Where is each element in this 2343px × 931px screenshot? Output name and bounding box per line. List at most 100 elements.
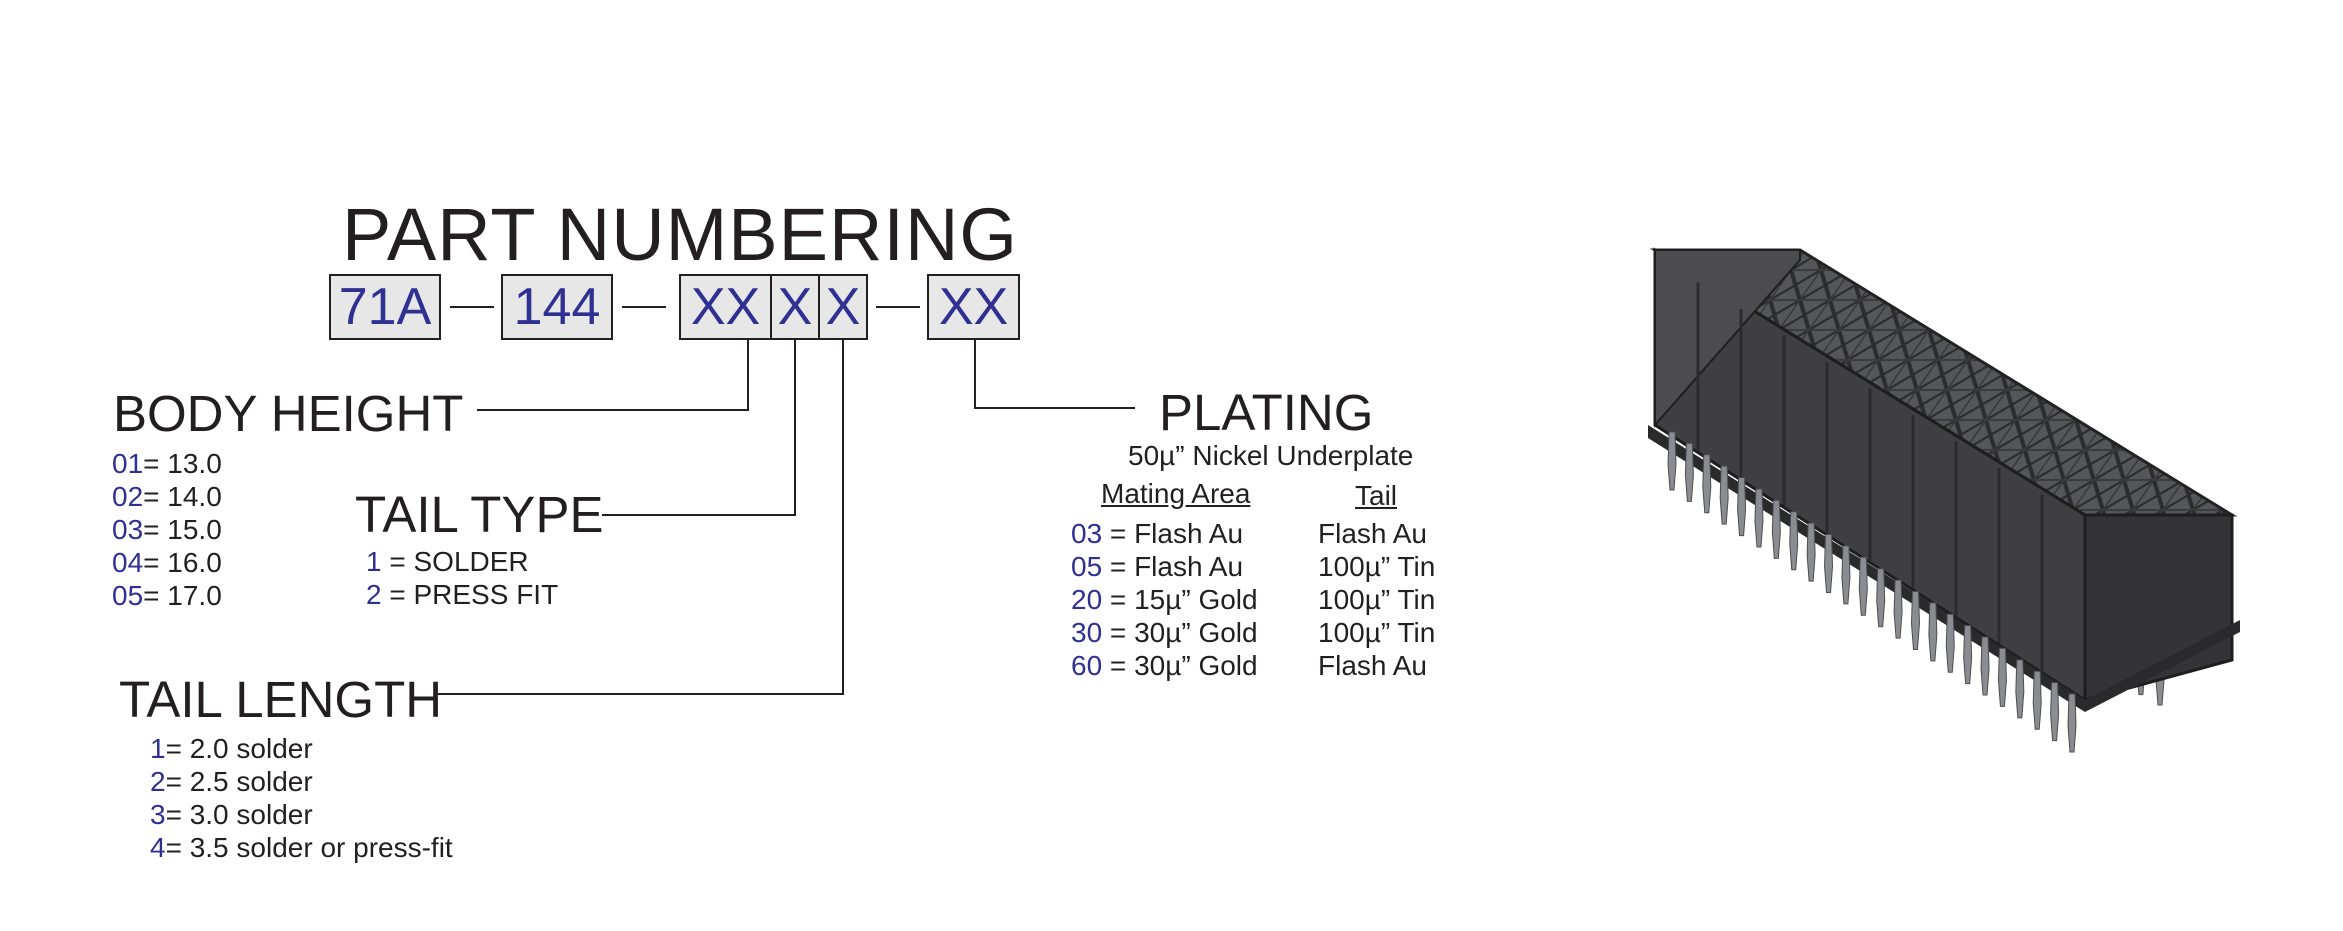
list-item: 04= 16.0 <box>112 549 222 582</box>
option-code: 20 <box>1071 584 1103 615</box>
option-code: 02 <box>112 481 144 512</box>
option-text: = 2.0 solder <box>165 733 313 764</box>
list-item: 1 = SOLDER <box>366 548 558 581</box>
option-code: 30 <box>1071 617 1103 648</box>
part-box-plating: XX <box>927 274 1020 340</box>
connector-ribs <box>1696 282 2044 671</box>
connector-pin <box>1893 579 1903 639</box>
connector-pin <box>1789 511 1799 571</box>
leader-tail-length <box>438 340 844 695</box>
list-item: 02= 14.0 <box>112 483 222 516</box>
list-item: 2= 2.5 solder <box>150 768 453 801</box>
connector-pin <box>1754 488 1764 548</box>
plating-mating-options: 03 = Flash Au 05 = Flash Au 20 = 15µ” Go… <box>1071 520 1258 685</box>
connector-pin <box>2015 659 2025 719</box>
option-text: = 3.5 solder or press-fit <box>165 832 453 863</box>
connector-pin <box>1684 442 1694 502</box>
plating-heading: PLATING <box>1159 384 1374 441</box>
connector-pin <box>2050 682 2060 742</box>
leader-plating <box>974 340 1135 409</box>
tail-type-heading: TAIL TYPE <box>355 486 604 543</box>
option-mating: = 15µ” Gold <box>1102 584 1258 615</box>
leader-body-height <box>477 340 749 411</box>
list-item: 2 = PRESS FIT <box>366 581 558 614</box>
option-mating: = Flash Au <box>1102 518 1244 549</box>
connector-pin <box>1702 454 1712 514</box>
option-text: = PRESS FIT <box>381 579 559 610</box>
connector-pin <box>1719 465 1729 525</box>
option-text: = 15.0 <box>143 514 222 545</box>
connector-pin <box>1876 568 1886 628</box>
plating-col-tail: Tail <box>1355 480 1398 511</box>
option-tail: 100µ” Tin <box>1318 551 1436 582</box>
option-code: 05 <box>1071 551 1103 582</box>
option-text: = 3.0 solder <box>165 799 313 830</box>
plating-tail-options: Flash Au 100µ” Tin 100µ” Tin 100µ” Tin F… <box>1318 520 1435 685</box>
option-text: = SOLDER <box>381 546 529 577</box>
option-text: = 17.0 <box>143 580 222 611</box>
option-text: = 2.5 solder <box>165 766 313 797</box>
list-item: 1= 2.0 solder <box>150 735 453 768</box>
option-mating: = Flash Au <box>1102 551 1244 582</box>
option-text: = 14.0 <box>143 481 222 512</box>
list-item: 30 = 30µ” Gold <box>1071 619 1258 652</box>
option-code: 1 <box>150 733 166 764</box>
connector-pin <box>1910 590 1920 650</box>
tail-type-options: 1 = SOLDER 2 = PRESS FIT <box>366 548 558 614</box>
tail-length-heading: TAIL LENGTH <box>119 671 443 728</box>
option-tail: 100µ” Tin <box>1318 584 1436 615</box>
leader-tail-type <box>602 340 796 516</box>
connector-illustration <box>1648 247 2240 753</box>
part-box-body-height: XX <box>679 274 772 340</box>
connector-pin <box>1737 477 1747 537</box>
option-tail: Flash Au <box>1318 518 1427 549</box>
option-code: 03 <box>1071 518 1103 549</box>
option-code: 3 <box>150 799 166 830</box>
connector-pin <box>1858 556 1868 616</box>
option-tail: 100µ” Tin <box>1318 617 1436 648</box>
plating-subheading: 50µ” Nickel Underplate <box>1128 440 1414 471</box>
leader-lines <box>438 306 1135 695</box>
plating-col-mating: Mating Area <box>1101 478 1251 509</box>
connector-pin <box>1771 499 1781 559</box>
option-tail: Flash Au <box>1318 650 1427 681</box>
tail-length-options: 1= 2.0 solder 2= 2.5 solder 3= 3.0 solde… <box>150 735 453 867</box>
option-mating: = 30µ” Gold <box>1102 650 1258 681</box>
connector-pin <box>1841 545 1851 605</box>
body-height-options: 01= 13.0 02= 14.0 03= 15.0 04= 16.0 05= … <box>112 450 222 615</box>
option-code: 1 <box>366 546 382 577</box>
option-code: 05 <box>112 580 144 611</box>
list-item: 05 = Flash Au <box>1071 553 1258 586</box>
list-item: 20 = 15µ” Gold <box>1071 586 1258 619</box>
connector-left-end <box>1654 249 1801 428</box>
connector-pin <box>1963 625 1973 685</box>
connector-pin <box>2032 670 2042 730</box>
connector-pin <box>1980 636 1990 696</box>
list-item: 60 = 30µ” Gold <box>1071 652 1258 685</box>
connector-pin <box>1945 613 1955 673</box>
option-code: 60 <box>1071 650 1103 681</box>
page-title: PART NUMBERING <box>342 193 1018 276</box>
option-code: 03 <box>112 514 144 545</box>
option-text: = 16.0 <box>143 547 222 578</box>
part-box-tail-length: X <box>818 274 868 340</box>
option-mating: = 30µ” Gold <box>1102 617 1258 648</box>
list-item: 05= 17.0 <box>112 582 222 615</box>
option-code: 4 <box>150 832 166 863</box>
connector-pin <box>1997 647 2007 707</box>
connector-flange-end <box>2085 620 2240 712</box>
connector-pin <box>2067 693 2077 753</box>
part-box-positions: 144 <box>501 274 613 340</box>
connector-pin <box>1806 522 1816 582</box>
option-code: 01 <box>112 448 144 479</box>
part-box-series: 71A <box>329 274 441 340</box>
option-code: 2 <box>150 766 166 797</box>
list-item: 01= 13.0 <box>112 450 222 483</box>
option-code: 2 <box>366 579 382 610</box>
connector-pin <box>1667 431 1677 491</box>
connector-pins <box>1667 431 2077 753</box>
option-code: 04 <box>112 547 144 578</box>
connector-pin <box>1928 602 1938 662</box>
list-item: 03= 15.0 <box>112 516 222 549</box>
list-item: 4= 3.5 solder or press-fit <box>150 834 453 867</box>
